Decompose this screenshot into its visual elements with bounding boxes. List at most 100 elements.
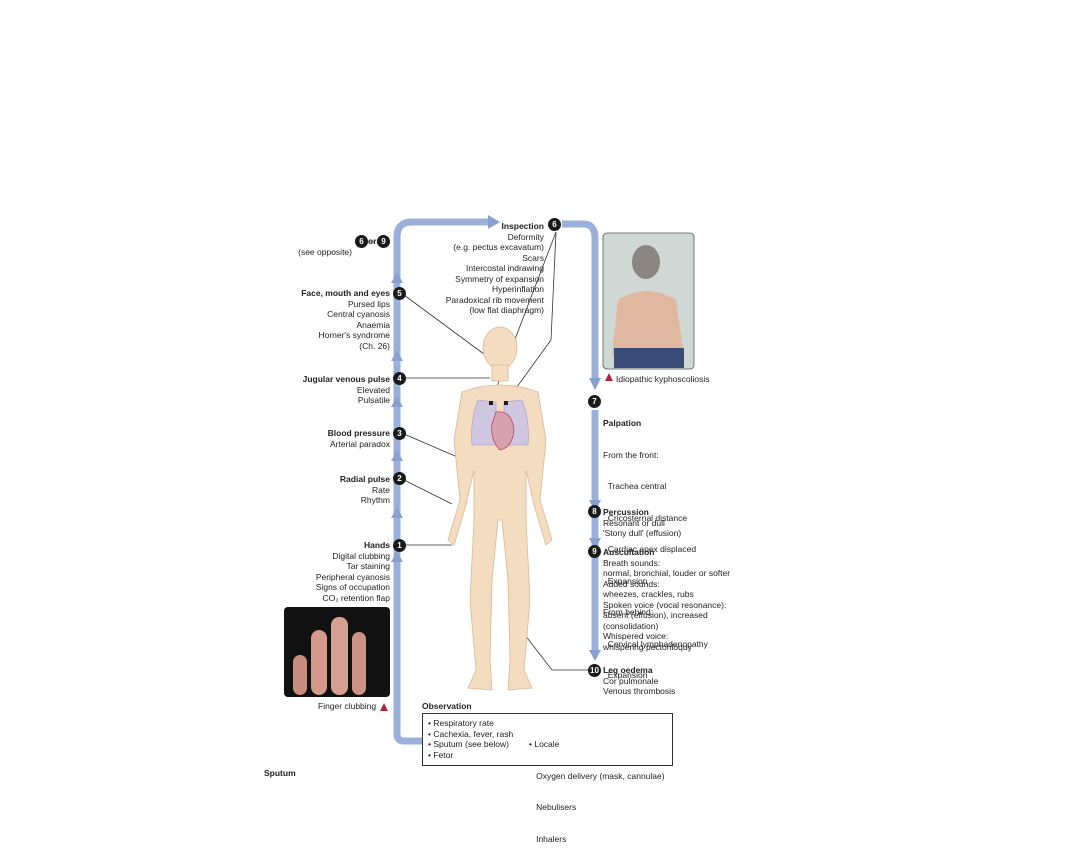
leg-block: Leg oedema Cor pulmonale Venous thrombos…	[603, 665, 675, 697]
palpation-item: Cervical lymphadenopathy	[603, 638, 708, 649]
observation-item: • Cachexia, fever, rash	[428, 728, 514, 739]
step-badge-7: 7	[588, 395, 601, 408]
left-flow-arrow	[393, 218, 490, 745]
palpation-item: From behind:	[603, 607, 654, 617]
marker-right	[504, 401, 508, 405]
palpation-item: From the front:	[603, 449, 659, 460]
observation-box: • Respiratory rate • Cachexia, fever, ra…	[422, 713, 673, 844]
hands-item: Signs of occupation	[315, 582, 390, 592]
auscultation-item: Added sounds:	[603, 578, 660, 589]
radial-item: Rhythm	[360, 495, 390, 505]
observation-item: • Locale	[529, 739, 560, 749]
thorax-title: Thorax	[357, 236, 386, 246]
face-item: Horner's syndrome	[318, 330, 390, 340]
face-block: Face, mouth and eyes Pursed lips Central…	[250, 288, 390, 351]
step-badge-9: 9	[377, 235, 390, 248]
hands-item: Peripheral cyanosis	[315, 571, 390, 582]
observation-title: Observation	[422, 701, 472, 711]
radial-title: Radial pulse	[339, 474, 390, 484]
auscultation-item: Whispered voice:	[603, 631, 669, 641]
bp-title: Blood pressure	[327, 428, 390, 438]
arrowhead-up-3	[391, 450, 403, 461]
hands-item: Digital clubbing	[332, 550, 390, 561]
face-item: (Ch. 26)	[359, 340, 390, 351]
auscultation-item: whispering pectoriloquy	[603, 641, 692, 652]
arrowhead-down-4	[589, 650, 601, 661]
bp-item: Arterial paradox	[329, 438, 390, 449]
observation-item: Nebulisers	[529, 802, 577, 812]
observation-item: Oxygen delivery (mask, cannulae)	[529, 770, 665, 781]
step-badge-9-auscultation: 9	[588, 545, 601, 558]
inspection-item: Deformity	[507, 231, 544, 242]
palpation-item: Expansion	[603, 575, 648, 586]
auscultation-item: normal, bronchial, louder or softer	[603, 568, 731, 578]
inspection-item: (low flat diaphragm)	[469, 305, 544, 315]
inspection-item: Symmetry of expansion	[455, 273, 544, 284]
face-item: Central cyanosis	[327, 309, 390, 319]
leader-radial	[403, 479, 453, 505]
percussion-item: 'Stony dull' (effusion)	[603, 528, 682, 538]
bp-block: Blood pressure Arterial paradox	[250, 428, 390, 449]
thorax-dash: –	[369, 236, 374, 246]
auscultation-item: (consolidation)	[603, 620, 659, 631]
step-badge-6-inspection: 6	[548, 218, 561, 231]
palpation-item: Expansion	[603, 670, 648, 680]
sputum-heading: Sputum	[264, 768, 296, 778]
inspection-item: Paradoxical rib movement	[445, 294, 544, 305]
inspection-block: Inspection Deformity (e.g. pectus excava…	[400, 221, 544, 316]
jvp-item: Elevated	[356, 384, 390, 395]
inspection-item: Hyperinflation	[492, 284, 544, 294]
inspection-item: Scars	[522, 252, 544, 263]
arrowhead-up-4	[391, 396, 403, 407]
kypho-triangle-marker	[605, 373, 613, 381]
radial-item: Rate	[372, 484, 390, 495]
arrowhead-down-1	[589, 378, 601, 390]
palpation-item: Trachea central	[603, 481, 667, 491]
palpation-block: Palpation From the front: Trachea centra…	[603, 397, 708, 691]
face-item: Pursed lips	[347, 298, 390, 309]
inspection-item: Intercostal indrawing	[466, 263, 544, 273]
leader-bp	[403, 433, 463, 460]
finger-triangle-marker	[380, 703, 388, 711]
arrowhead-up-2	[391, 507, 403, 518]
auscultation-item: wheezes, crackles, rubs	[603, 589, 694, 599]
hands-title: Hands	[364, 540, 390, 550]
hands-block: Hands Digital clubbing Tar staining Peri…	[250, 540, 390, 603]
observation-col-1: • Respiratory rate • Cachexia, fever, ra…	[428, 718, 513, 760]
right-flow-bar	[591, 410, 599, 650]
auscultation-item: absent (effusion), increased	[603, 610, 708, 620]
leg-item: Venous thrombosis	[603, 686, 676, 696]
lungs-heart	[471, 399, 529, 451]
auscultation-item: Breath sounds:	[603, 557, 661, 568]
radial-block: Radial pulse Rate Rhythm	[250, 474, 390, 506]
arrowhead-down-3	[589, 538, 601, 549]
step-badge-8: 8	[588, 505, 601, 518]
step-badge-5: 5	[393, 287, 406, 300]
hands-item: CO₂ retention flap	[322, 592, 390, 603]
arrowhead-up-6	[391, 272, 403, 283]
auscultation-item: Spoken voice (vocal resonance):	[603, 599, 727, 610]
arrowhead-up-1	[391, 551, 403, 562]
step-badge-10: 10	[588, 664, 601, 677]
palpation-item: Cricosternal distance	[603, 512, 688, 523]
marker-left	[489, 401, 493, 405]
percussion-block: Percussion Resonant or dull 'Stony dull'…	[603, 507, 681, 539]
thorax-block: Thorax	[250, 236, 386, 247]
observation-item: • Respiratory rate	[428, 718, 494, 728]
step-badge-2: 2	[393, 472, 406, 485]
step-badge-3: 3	[393, 427, 406, 440]
leader-face	[403, 294, 493, 361]
observation-item: • Fetor	[428, 749, 454, 760]
finger-clubbing-photo	[284, 607, 390, 697]
body-figure	[447, 326, 553, 691]
step-badge-4: 4	[393, 372, 406, 385]
face-title: Face, mouth and eyes	[301, 288, 390, 298]
jvp-block: Jugular venous pulse Elevated Pulsatile	[250, 374, 390, 406]
kyphoscoliosis-caption: Idiopathic kyphoscoliosis	[616, 374, 710, 384]
step-badge-1: 1	[393, 539, 406, 552]
jvp-item: Pulsatile	[357, 395, 390, 405]
observation-item: Inhalers	[529, 833, 567, 844]
face-item: Anaemia	[356, 319, 390, 330]
kyphoscoliosis-photo	[602, 232, 695, 370]
jvp-title: Jugular venous pulse	[302, 374, 390, 384]
